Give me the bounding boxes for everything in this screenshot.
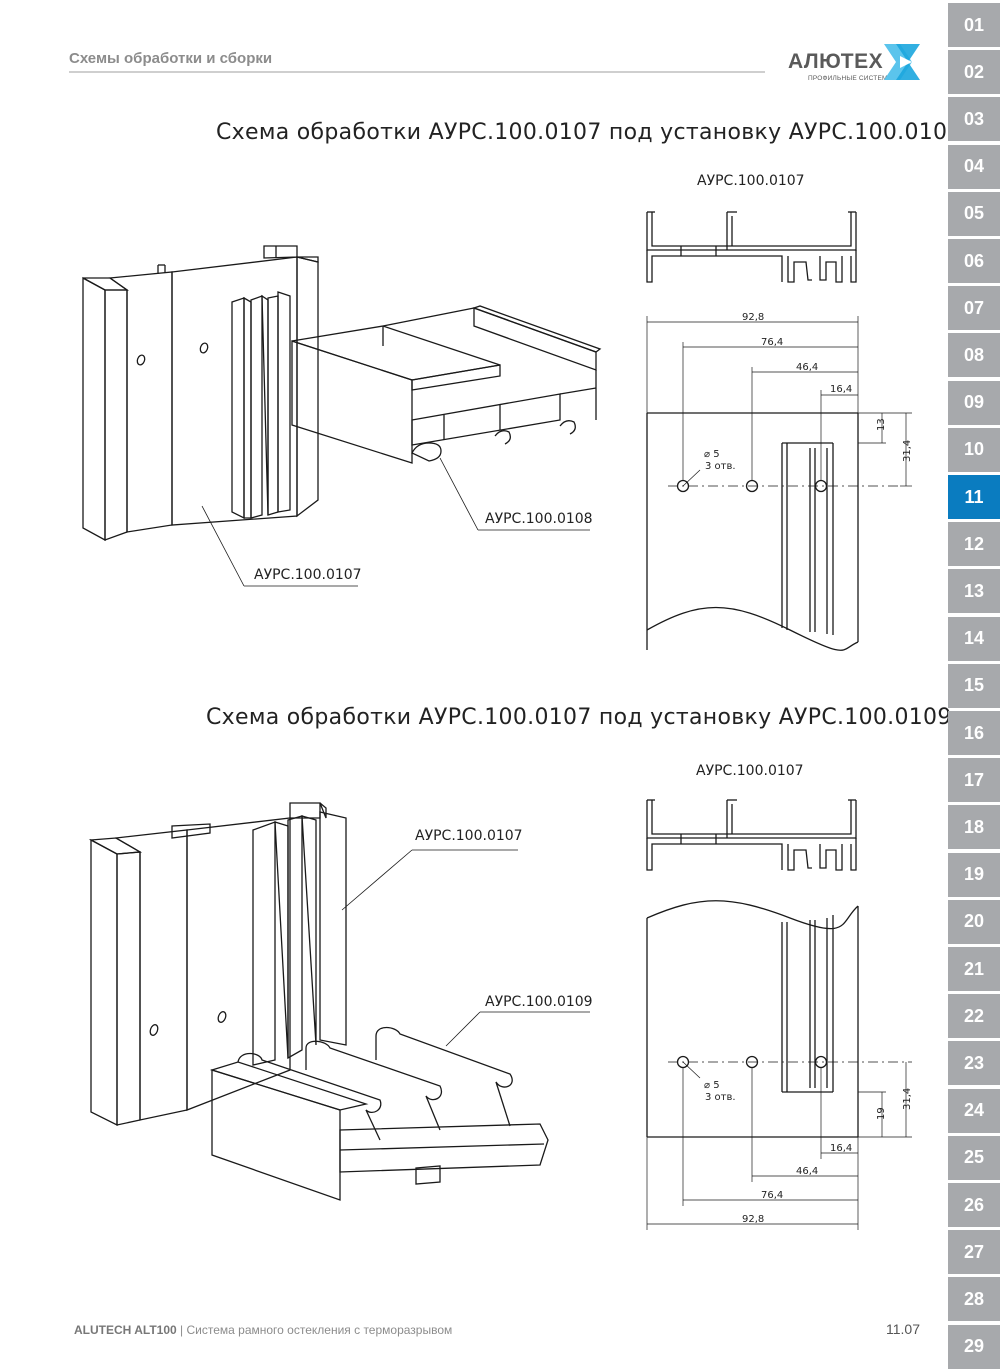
nav-tab-06[interactable]: 06: [948, 239, 1000, 283]
nav-tab-23[interactable]: 23: [948, 1041, 1000, 1086]
nav-tab-27[interactable]: 27: [948, 1230, 1000, 1275]
footer-separator: |: [180, 1323, 184, 1337]
nav-tab-01[interactable]: 01: [948, 3, 1000, 47]
nav-tab-22[interactable]: 22: [948, 994, 1000, 1039]
logo-mark-icon: [884, 44, 920, 80]
nav-tab-10[interactable]: 10: [948, 427, 1000, 472]
scheme1-dim-d5: 13: [876, 418, 887, 431]
scheme1-dim-d1: 92,8: [742, 312, 764, 323]
scheme1-iso-view: [82, 245, 602, 587]
scheme1-dim-d2: 76,4: [761, 337, 783, 348]
scheme2-dim-d2: 76,4: [761, 1190, 783, 1201]
nav-tab-04[interactable]: 04: [948, 144, 1000, 189]
scheme2-label-main: АУРС.100.0107: [415, 828, 523, 844]
scheme2-title: Схема обработки АУРС.100.0107 под устано…: [206, 705, 952, 730]
scheme1-section-profile: [646, 211, 857, 283]
footer-brand: ALUTECH ALT100: [74, 1323, 177, 1337]
nav-tab-02[interactable]: 02: [948, 50, 1000, 95]
nav-tab-03[interactable]: 03: [948, 97, 1000, 142]
logo-subtitle: ПРОФИЛЬНЫЕ СИСТЕМЫ: [808, 75, 894, 82]
nav-tab-19[interactable]: 19: [948, 852, 1000, 897]
nav-tab-17[interactable]: 17: [948, 758, 1000, 803]
scheme1-dim-d3: 46,4: [796, 362, 818, 373]
scheme1-dim-d6: 31,4: [902, 440, 913, 462]
nav-tab-26[interactable]: 26: [948, 1183, 1000, 1227]
nav-tab-09[interactable]: 09: [948, 380, 1000, 425]
nav-tab-05[interactable]: 05: [948, 191, 1000, 236]
footer-caption: ALUTECH ALT100 | Система рамного остекле…: [74, 1323, 452, 1337]
scheme1-label-main: АУРС.100.0107: [254, 567, 362, 583]
nav-tab-20[interactable]: 20: [948, 899, 1000, 944]
nav-tab-11[interactable]: 11: [948, 475, 1000, 519]
scheme2-label-insert: АУРС.100.0109: [485, 994, 593, 1010]
nav-tab-24[interactable]: 24: [948, 1088, 1000, 1133]
scheme1-title: Схема обработки АУРС.100.0107 под устано…: [216, 120, 962, 145]
nav-tab-29[interactable]: 29: [948, 1324, 1000, 1369]
scheme1-dim-d4: 16,4: [830, 384, 852, 395]
nav-tab-12[interactable]: 12: [948, 522, 1000, 567]
nav-tab-25[interactable]: 25: [948, 1135, 1000, 1180]
footer-description: Система рамного остекления с терморазрыв…: [186, 1323, 453, 1337]
scheme2-profile-label: АУРС.100.0107: [696, 763, 804, 779]
nav-tab-14[interactable]: 14: [948, 616, 1000, 661]
scheme2-dim-d3: 46,4: [796, 1166, 818, 1177]
scheme1-hole-count: 3 отв.: [705, 461, 736, 472]
scheme2-dim-d4: 16,4: [830, 1143, 852, 1154]
scheme2-dim-d5: 19: [876, 1107, 887, 1120]
scheme2-iso-view: [88, 802, 590, 1201]
nav-tab-18[interactable]: 18: [948, 805, 1000, 850]
brand-logo: АЛЮТЕХ ПРОФИЛЬНЫЕ СИСТЕМЫ: [786, 42, 926, 86]
nav-tab-15[interactable]: 15: [948, 663, 1000, 708]
scheme2-hole-count: 3 отв.: [705, 1092, 736, 1103]
scheme2-section-profile: [646, 799, 857, 871]
scheme2-dim-d1: 92,8: [742, 1214, 764, 1225]
section-title: Схемы обработки и сборки: [69, 50, 273, 67]
nav-tab-08[interactable]: 08: [948, 333, 1000, 378]
nav-tab-07[interactable]: 07: [948, 286, 1000, 331]
nav-tab-13[interactable]: 13: [948, 569, 1000, 614]
nav-tab-21[interactable]: 21: [948, 947, 1000, 991]
nav-tab-28[interactable]: 28: [948, 1277, 1000, 1322]
logo-text: АЛЮТЕХ: [788, 50, 884, 73]
scheme2-dim-d6: 31,4: [902, 1088, 913, 1110]
nav-tab-16[interactable]: 16: [948, 711, 1000, 755]
scheme1-profile-label: АУРС.100.0107: [697, 173, 805, 189]
technical-drawings: АУРС.100.0107 АУРС.100.0108 АУРС.100.010…: [82, 173, 913, 1230]
scheme2-hole-diameter: ⌀ 5: [704, 1080, 720, 1091]
scheme2-face-view: [646, 900, 912, 1230]
scheme1-hole-diameter: ⌀ 5: [704, 449, 720, 460]
header-divider: [69, 71, 765, 73]
scheme1-face-view: [646, 316, 912, 651]
scheme1-label-insert: АУРС.100.0108: [485, 511, 593, 527]
page-number: 11.07: [886, 1321, 920, 1337]
